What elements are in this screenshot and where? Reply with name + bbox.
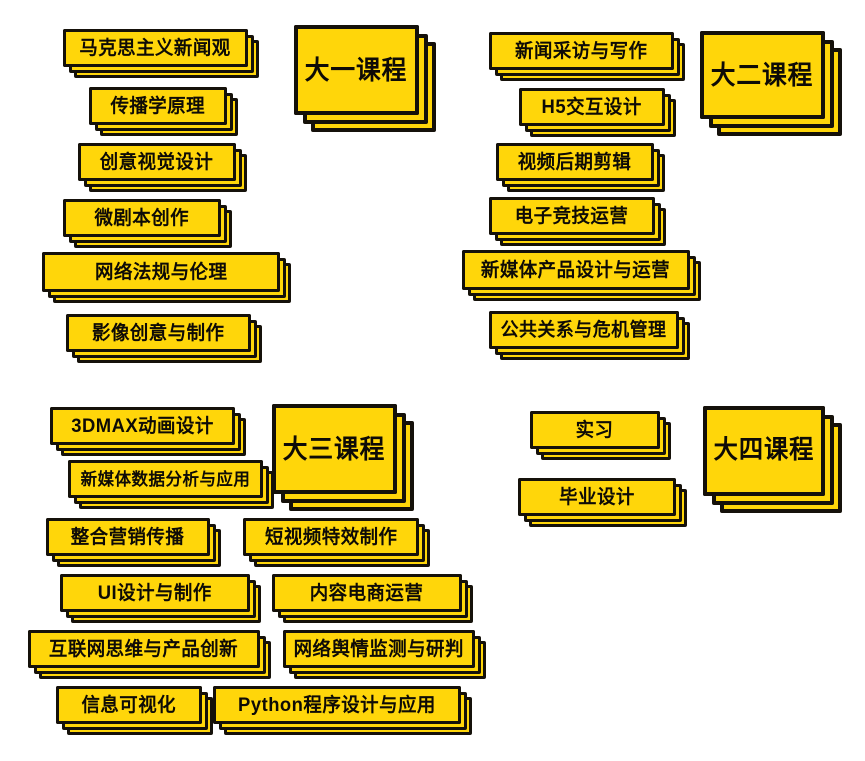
course-label: 内容电商运营 <box>310 582 424 604</box>
course-chip-year-3-4[interactable]: UI设计与制作 <box>60 574 261 623</box>
course-chip-year-3-6[interactable]: 互联网思维与产品创新 <box>28 630 271 679</box>
course-label: 公共关系与危机管理 <box>501 318 667 340</box>
card-face: 新闻采访与写作 <box>489 32 674 70</box>
course-chip-year-2-0[interactable]: 新闻采访与写作 <box>489 32 685 81</box>
course-chip-year-3-3[interactable]: 短视频特效制作 <box>243 518 430 567</box>
course-chip-year-3-5[interactable]: 内容电商运营 <box>272 574 473 623</box>
card-face: 视频后期剪辑 <box>496 143 654 181</box>
course-chip-year-2-1[interactable]: H5交互设计 <box>519 88 676 137</box>
card-face: UI设计与制作 <box>60 574 250 612</box>
course-chip-year-3-2[interactable]: 整合营销传播 <box>46 518 221 567</box>
card-face: 整合营销传播 <box>46 518 210 556</box>
course-label: 新媒体产品设计与运营 <box>481 259 671 281</box>
course-chip-year-2-4[interactable]: 新媒体产品设计与运营 <box>462 250 701 301</box>
course-label: UI设计与制作 <box>97 582 212 604</box>
course-label: 互联网思维与产品创新 <box>49 638 239 660</box>
card-face: 影像创意与制作 <box>66 314 251 352</box>
course-chip-year-1-4[interactable]: 网络法规与伦理 <box>42 252 291 303</box>
course-chip-year-2-2[interactable]: 视频后期剪辑 <box>496 143 665 192</box>
course-label: 网络法规与伦理 <box>94 261 228 283</box>
course-label: 网络舆情监测与研判 <box>293 638 465 660</box>
course-label: 新媒体数据分析与应用 <box>80 469 251 489</box>
year-header-label: 大三课程 <box>283 434 386 464</box>
card-face: 新媒体产品设计与运营 <box>462 250 690 290</box>
course-chip-year-3-8[interactable]: 信息可视化 <box>56 686 213 735</box>
year-header-year-2[interactable]: 大二课程 <box>700 31 842 136</box>
card-face: 毕业设计 <box>518 478 676 516</box>
year-header-label: 大四课程 <box>713 436 815 465</box>
year-header-label: 大一课程 <box>305 55 408 85</box>
card-face: 创意视觉设计 <box>78 143 236 181</box>
course-chip-year-2-3[interactable]: 电子竞技运营 <box>489 197 666 246</box>
course-label: H5交互设计 <box>541 96 643 118</box>
course-label: 影像创意与制作 <box>92 322 225 344</box>
card-face: 网络舆情监测与研判 <box>283 630 475 668</box>
year-header-year-4[interactable]: 大四课程 <box>703 406 842 513</box>
year-header-label: 大二课程 <box>711 60 814 90</box>
course-chip-year-1-1[interactable]: 传播学原理 <box>89 87 238 136</box>
course-label: 马克思主义新闻观 <box>79 37 232 59</box>
year-header-year-3[interactable]: 大三课程 <box>272 404 414 511</box>
card-face: 传播学原理 <box>89 87 227 125</box>
course-chip-year-1-0[interactable]: 马克思主义新闻观 <box>63 29 259 78</box>
card-face: 大二课程 <box>700 31 825 119</box>
course-label: 视频后期剪辑 <box>518 151 632 173</box>
course-chip-year-1-3[interactable]: 微剧本创作 <box>63 199 232 248</box>
course-chip-year-2-5[interactable]: 公共关系与危机管理 <box>489 311 690 360</box>
course-label: 实习 <box>576 419 614 441</box>
course-chip-year-3-1[interactable]: 新媒体数据分析与应用 <box>68 460 274 509</box>
card-face: 电子竞技运营 <box>489 197 655 235</box>
course-label: 电子竞技运营 <box>515 205 629 227</box>
card-face: 互联网思维与产品创新 <box>28 630 260 668</box>
card-face: 新媒体数据分析与应用 <box>68 460 263 498</box>
card-face: 信息可视化 <box>56 686 202 724</box>
course-chip-year-3-0[interactable]: 3DMAX动画设计 <box>50 407 246 456</box>
card-face: 网络法规与伦理 <box>42 252 280 292</box>
course-chip-year-3-9[interactable]: Python程序设计与应用 <box>213 686 472 735</box>
course-label: 信息可视化 <box>81 694 177 716</box>
card-face: 短视频特效制作 <box>243 518 419 556</box>
course-label: 3DMAX动画设计 <box>71 415 214 437</box>
card-face: 公共关系与危机管理 <box>489 311 679 349</box>
course-label: 微剧本创作 <box>94 207 190 229</box>
course-label: 新闻采访与写作 <box>515 40 648 62</box>
course-label: 毕业设计 <box>559 486 635 508</box>
card-face: 实习 <box>530 411 660 449</box>
card-face: 马克思主义新闻观 <box>63 29 248 67</box>
course-label: 短视频特效制作 <box>264 526 398 548</box>
course-chip-year-3-7[interactable]: 网络舆情监测与研判 <box>283 630 486 679</box>
card-face: Python程序设计与应用 <box>213 686 461 724</box>
card-face: 大三课程 <box>272 404 397 494</box>
course-chip-year-1-2[interactable]: 创意视觉设计 <box>78 143 247 192</box>
course-label: 传播学原理 <box>110 95 206 117</box>
course-chip-year-4-0[interactable]: 实习 <box>530 411 671 460</box>
course-label: 创意视觉设计 <box>100 151 214 173</box>
course-chip-year-1-5[interactable]: 影像创意与制作 <box>66 314 262 363</box>
card-face: H5交互设计 <box>519 88 665 126</box>
card-face: 大四课程 <box>703 406 825 496</box>
course-label: Python程序设计与应用 <box>238 694 436 716</box>
course-chip-year-4-1[interactable]: 毕业设计 <box>518 478 687 527</box>
card-face: 3DMAX动画设计 <box>50 407 235 445</box>
course-label: 整合营销传播 <box>71 526 185 548</box>
card-face: 内容电商运营 <box>272 574 462 612</box>
card-face: 大一课程 <box>294 25 419 115</box>
year-header-year-1[interactable]: 大一课程 <box>294 25 436 132</box>
card-face: 微剧本创作 <box>63 199 221 237</box>
